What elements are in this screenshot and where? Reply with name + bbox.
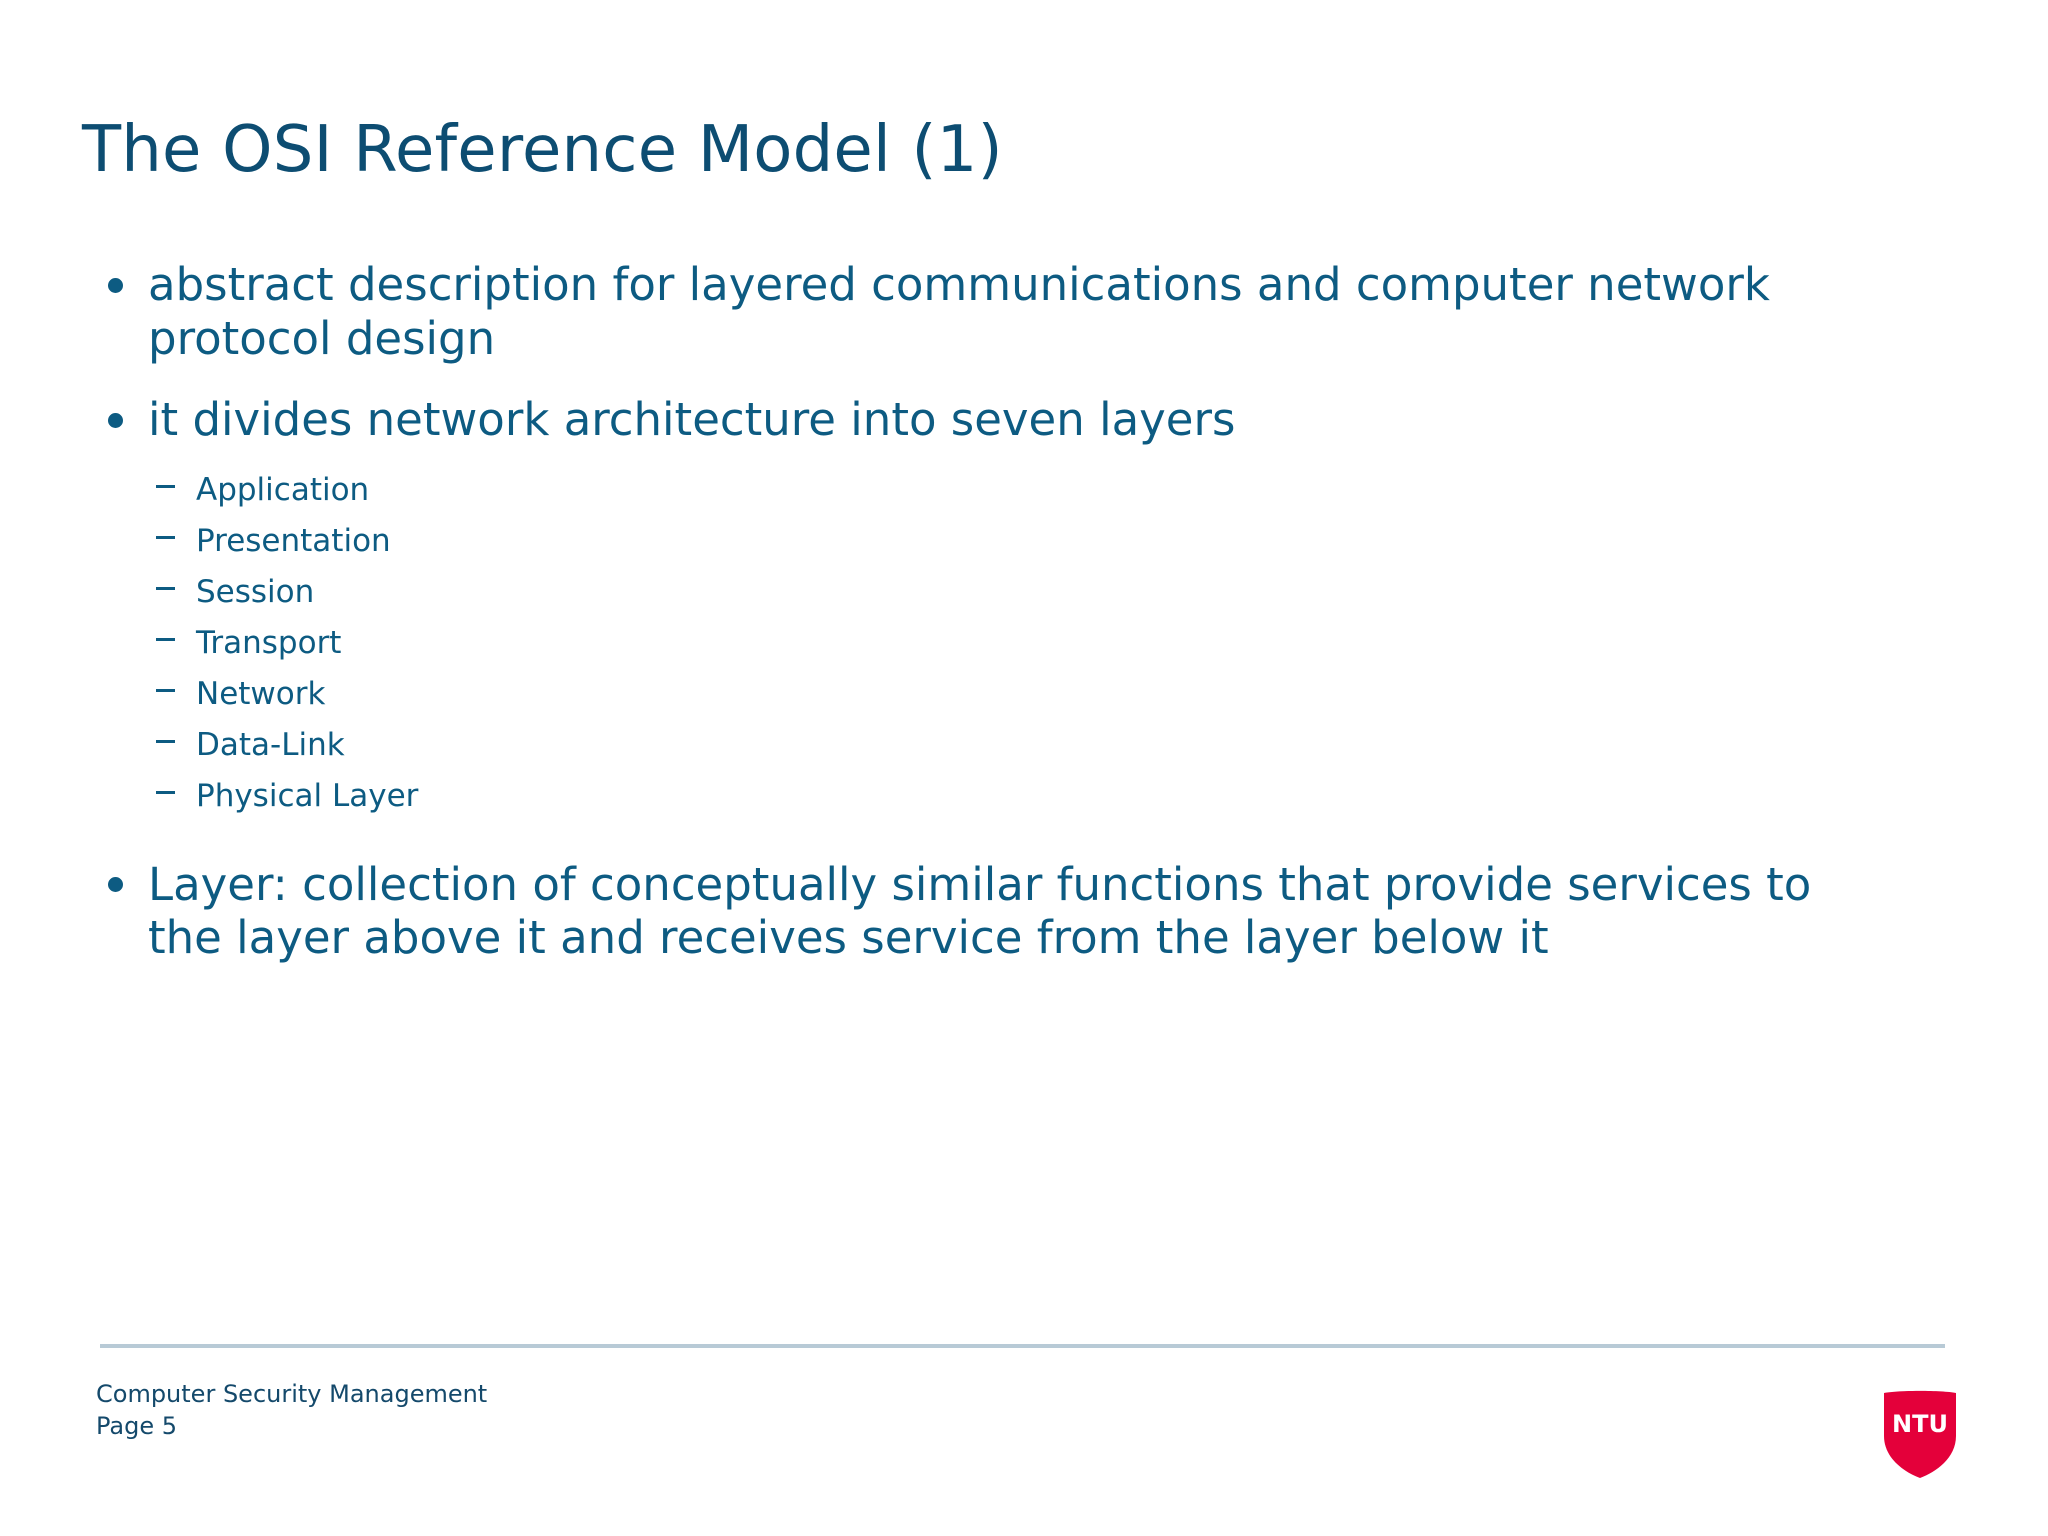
- list-item-label: Network: [196, 675, 326, 712]
- dash-icon: [156, 475, 188, 506]
- bullet-dot-icon: [108, 258, 138, 312]
- bullet-item: it divides network architecture into sev…: [100, 393, 1848, 447]
- footer-divider: [100, 1344, 1945, 1348]
- dash-icon: [156, 781, 188, 812]
- list-item: Physical Layer: [148, 777, 1950, 832]
- list-item-label: Application: [196, 471, 370, 508]
- bullet-text: Layer: collection of conceptually simila…: [148, 857, 1812, 965]
- footer-course-name: Computer Security Management: [96, 1380, 488, 1408]
- bullet-dot-icon: [108, 858, 138, 912]
- list-item-label: Physical Layer: [196, 777, 419, 814]
- bullet-dot-icon: [108, 393, 138, 447]
- list-item: Data-Link: [148, 726, 1950, 781]
- dash-icon: [156, 577, 188, 608]
- bullet-text: it divides network architecture into sev…: [148, 393, 1236, 447]
- list-item-label: Transport: [196, 624, 342, 661]
- osi-layer-list: Application Presentation Session Transpo…: [148, 471, 1950, 832]
- dash-icon: [156, 526, 188, 557]
- list-item: Presentation: [148, 522, 1950, 577]
- svg-text:NTU: NTU: [1892, 1410, 1948, 1438]
- page-title: The OSI Reference Model (1): [82, 112, 1003, 187]
- bullet-item: abstract description for layered communi…: [100, 258, 1848, 365]
- list-item: Network: [148, 675, 1950, 730]
- list-item: Session: [148, 573, 1950, 628]
- dash-icon: [156, 628, 188, 659]
- osi-layer-list-wrapper: Application Presentation Session Transpo…: [148, 471, 1950, 832]
- list-item-label: Presentation: [196, 522, 391, 559]
- dash-icon: [156, 679, 188, 710]
- list-item-label: Data-Link: [196, 726, 345, 763]
- bullet-text: abstract description for layered communi…: [148, 258, 1770, 365]
- list-item-label: Session: [196, 573, 315, 610]
- list-item: Transport: [148, 624, 1950, 679]
- footer-page-number: Page 5: [96, 1412, 177, 1441]
- bullet-item: Layer: collection of conceptually simila…: [100, 858, 1848, 965]
- dash-icon: [156, 730, 188, 761]
- list-item: Application: [148, 471, 1950, 526]
- footer: Computer Security Management Page 5: [96, 1378, 487, 1443]
- ntu-logo: NTU: [1884, 1390, 1956, 1478]
- slide-body: abstract description for layered communi…: [100, 258, 1950, 993]
